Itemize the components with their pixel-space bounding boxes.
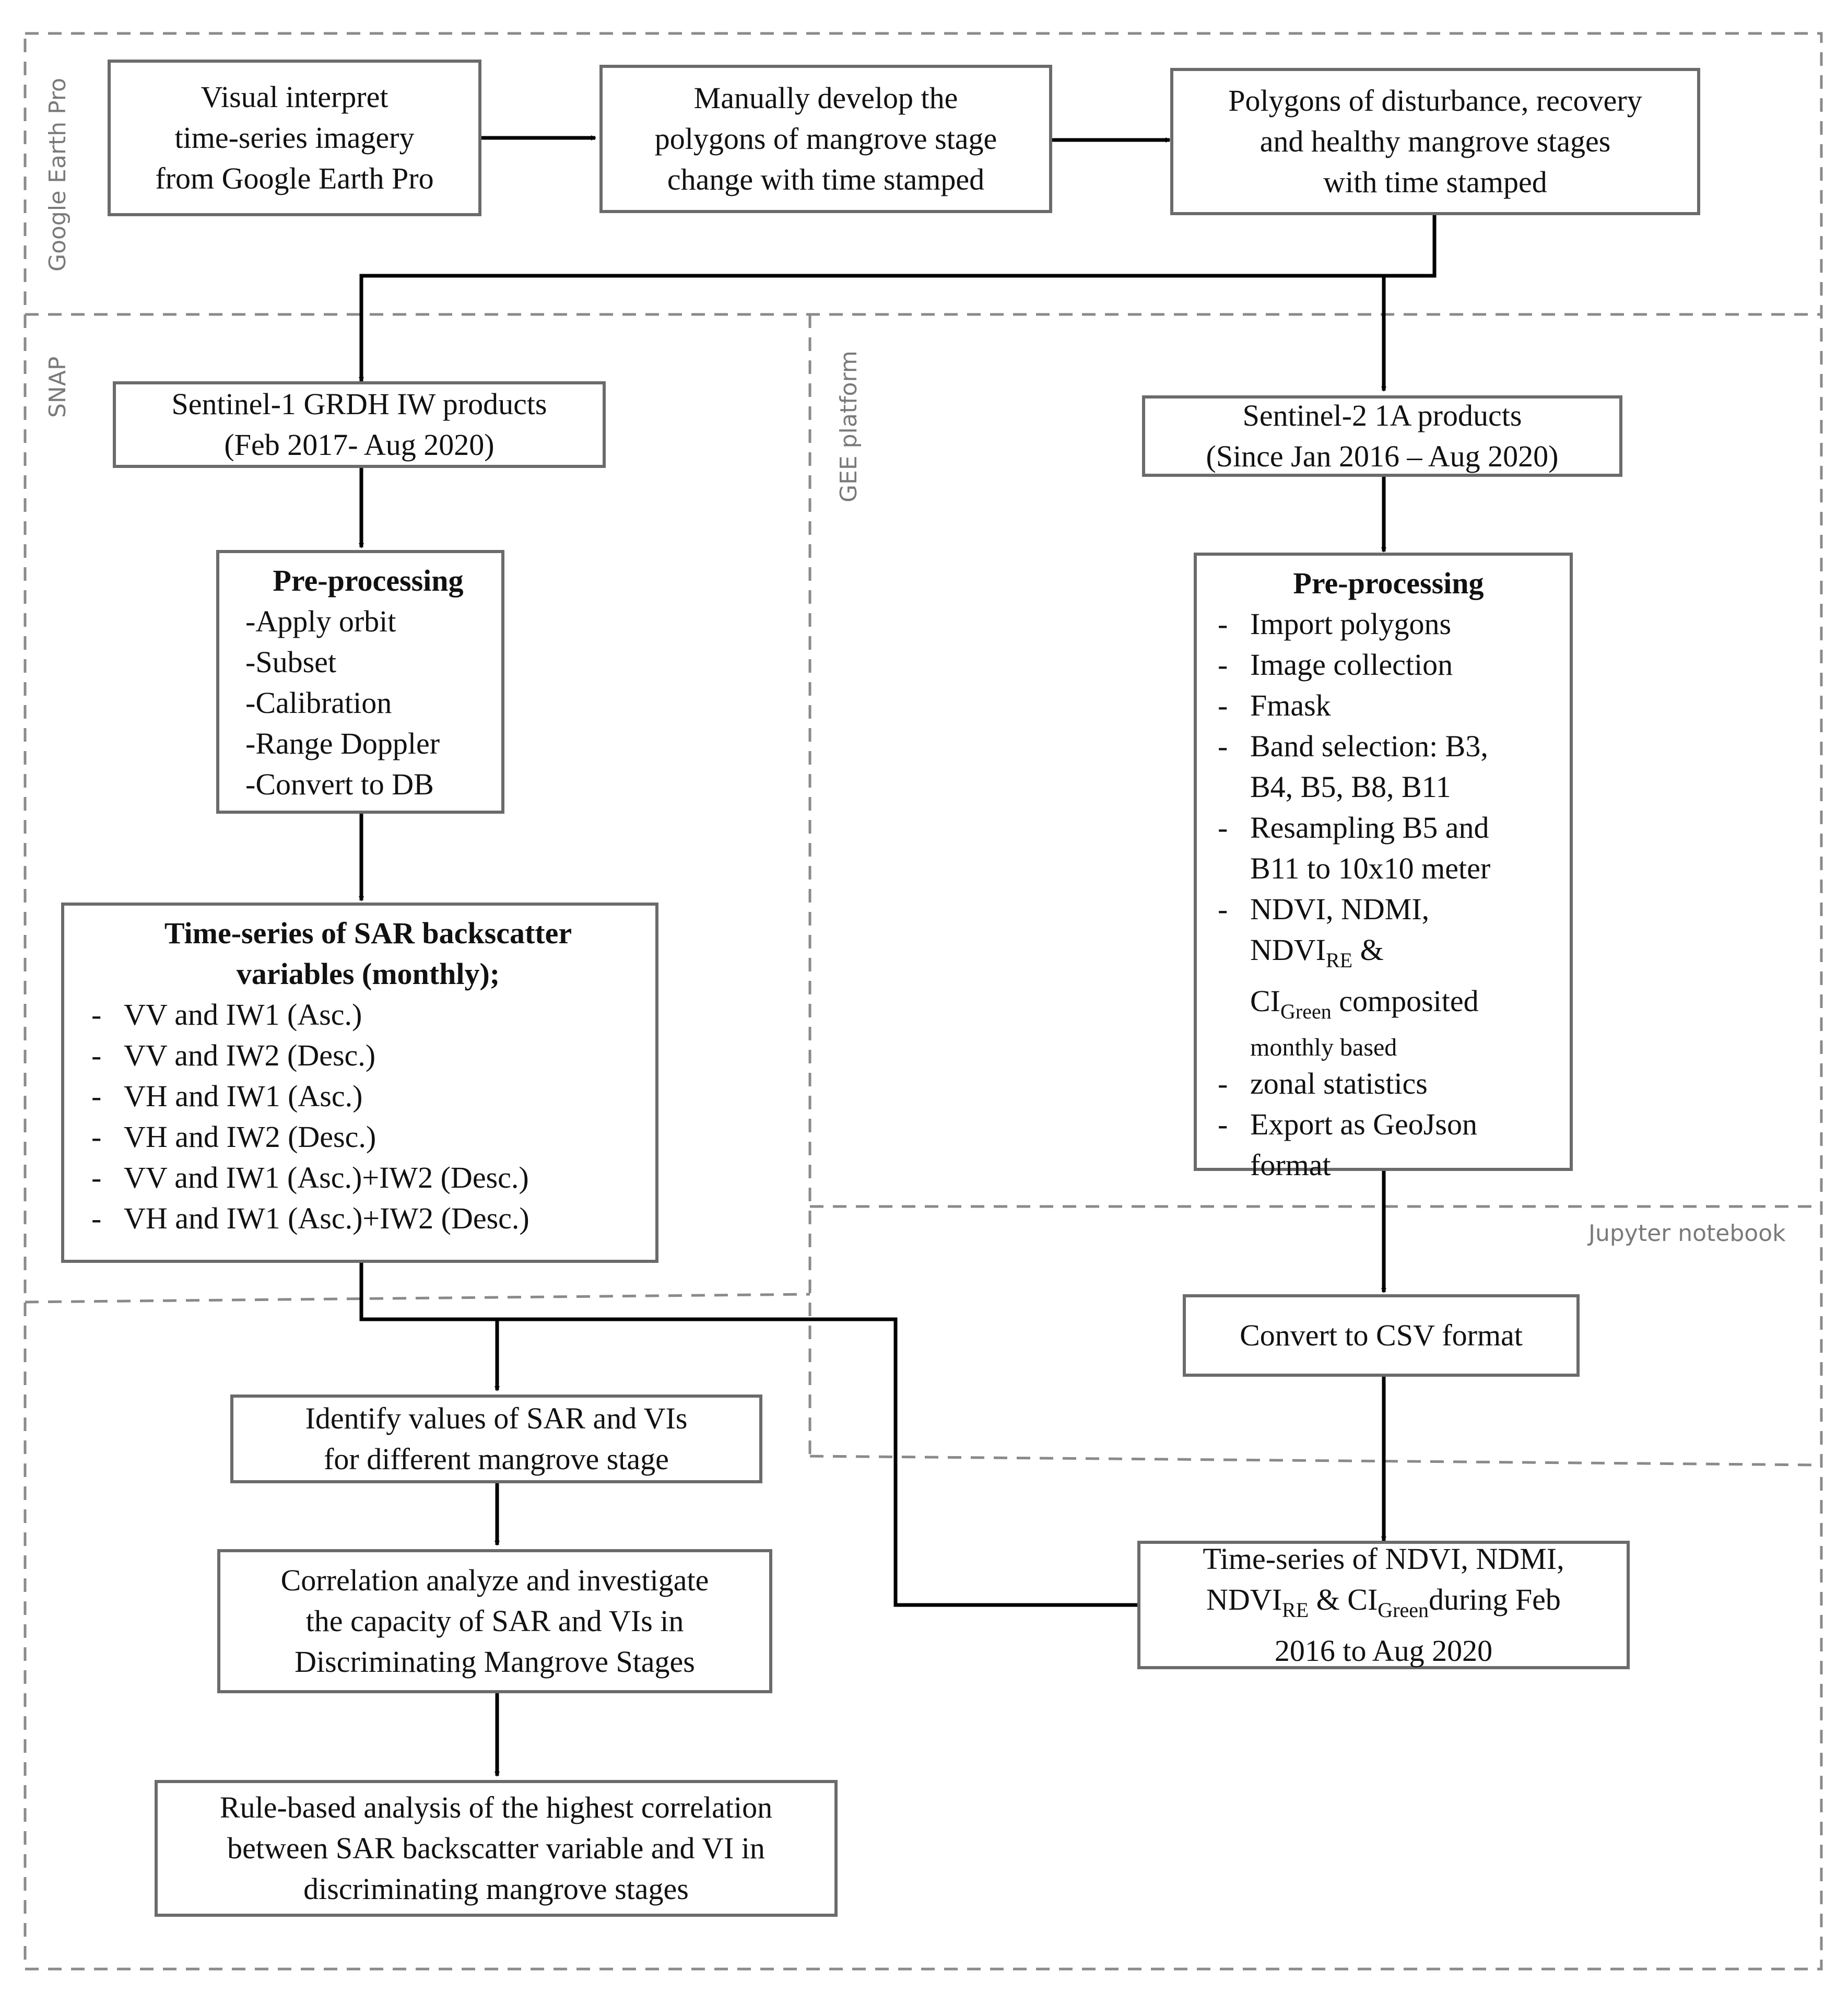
- zone-label-gee: GEE platform: [835, 350, 862, 502]
- box-sentinel2: Sentinel-2 1A products (Since Jan 2016 –…: [1142, 395, 1622, 477]
- box-vi-timeseries: Time-series of NDVI, NDMI, NDVIRE & CIGr…: [1137, 1541, 1630, 1669]
- box-convert-csv: Convert to CSV format: [1183, 1294, 1580, 1377]
- zone-boundaries: [23, 32, 1823, 1971]
- box-s2-preprocessing: Pre-processing -Import polygons -Image c…: [1194, 553, 1573, 1182]
- connector-sarts-to-vits: [359, 1262, 1137, 1607]
- box-correlation: Correlation analyze and investigate the …: [217, 1549, 772, 1693]
- box-sar-timeseries: Time-series of SAR backscatter variables…: [61, 903, 658, 1263]
- box-sentinel1: Sentinel-1 GRDH IW products (Feb 2017- A…: [113, 381, 606, 468]
- box-manually-develop: Manually develop the polygons of mangrov…: [599, 65, 1052, 213]
- zone-label-snap: SNAP: [44, 356, 71, 418]
- box-polygons: Polygons of disturbance, recovery and he…: [1170, 68, 1700, 215]
- zone-label-google-earth: Google Earth Pro: [44, 78, 71, 272]
- box-rule-based: Rule-based analysis of the highest corre…: [155, 1780, 838, 1917]
- zone-label-jupyter: Jupyter notebook: [1588, 1220, 1786, 1247]
- box-identify-values: Identify values of SAR and VIs for diffe…: [230, 1395, 762, 1483]
- connectors: [359, 135, 1437, 1777]
- box-sar-preprocessing: Pre-processing -Apply orbit -Subset -Cal…: [216, 550, 504, 814]
- box-visual-interpret: Visual interpret time-series imagery fro…: [108, 60, 481, 216]
- arrow-polygons-to-sentinel1: [359, 213, 1437, 382]
